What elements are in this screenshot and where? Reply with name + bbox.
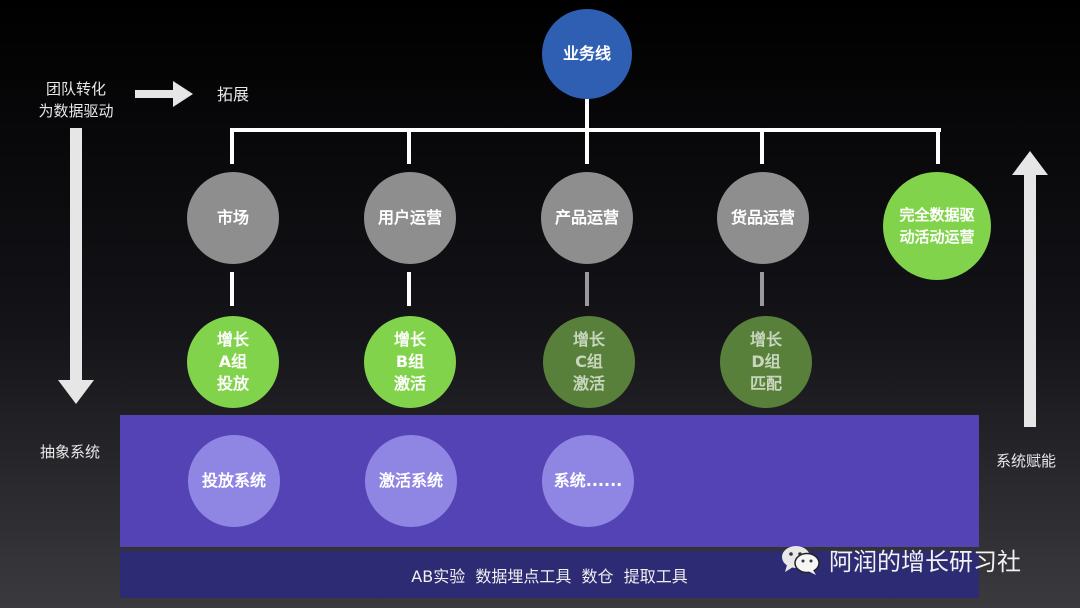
arrow-right-icon [135,81,193,107]
group-link-1 [230,272,234,306]
group-line: C组 [575,352,603,371]
business-node-label: 市场 [216,208,249,227]
business-node-label-line2: 动活动运营 [899,228,975,246]
tree-drop-1 [230,128,234,164]
foundation-tools-band: AB实验 数据埋点工具 数仓 提取工具 [120,551,979,598]
group-line: 匹配 [749,374,782,393]
wechat-icon [782,545,820,575]
tree-drop-3 [585,128,589,164]
system-empower-label: 系统赋能 [996,452,1057,470]
watermark-text: 阿润的增长研习社 [829,548,1021,576]
business-node-data-driven-ops: 完全数据驱 动活动运营 [883,172,991,280]
group-link-3 [585,272,589,306]
system-node-label: 激活系统 [378,471,443,490]
growth-group-d: 增长 D组 匹配 [720,316,812,408]
group-line: 激活 [393,374,426,393]
foundation-tools-text: AB实验 数据埋点工具 数仓 提取工具 [411,566,688,586]
system-node-delivery: 投放系统 [188,435,280,527]
expand-label: 拓展 [217,85,250,104]
team-transform-label: 团队转化 为数据驱动 [24,78,128,122]
system-node-more: 系统...... [542,435,634,527]
tree-trunk [585,99,589,131]
tree-drop-5 [936,128,940,164]
group-line: B组 [395,352,425,371]
business-node-label-line1: 完全数据驱 [899,206,975,224]
business-node-goods-ops: 货品运营 [717,172,809,264]
business-node-label: 用户运营 [377,208,442,227]
group-line: D组 [751,352,781,371]
abstract-system-label: 抽象系统 [40,443,101,461]
business-line-label: 业务线 [562,44,611,63]
business-node-product-ops: 产品运营 [541,172,633,264]
business-line-node: 业务线 [542,9,632,99]
team-label-line2: 为数据驱动 [38,102,114,120]
tree-drop-2 [407,128,411,164]
group-line: 激活 [572,374,605,393]
group-link-4 [760,272,764,306]
group-link-2 [407,272,411,306]
team-label-line1: 团队转化 [45,80,106,98]
group-line: 增长 [216,330,249,349]
growth-group-a: 增长 A组 投放 [187,316,279,408]
system-node-activation: 激活系统 [365,435,457,527]
business-node-user-ops: 用户运营 [364,172,456,264]
system-node-label: 系统...... [553,471,623,490]
business-node-market: 市场 [187,172,279,264]
group-line: 投放 [216,374,249,393]
growth-group-b: 增长 B组 激活 [364,316,456,408]
watermark: 阿润的增长研习社 [781,542,1021,577]
system-node-label: 投放系统 [201,471,266,490]
group-line: 增长 [572,330,605,349]
business-node-label: 货品运营 [730,208,795,227]
arrow-up-icon [1012,151,1048,427]
tree-drop-4 [760,128,764,164]
group-line: 增长 [749,330,782,349]
group-line: A组 [218,352,248,371]
growth-group-c: 增长 C组 激活 [543,316,635,408]
group-line: 增长 [393,330,426,349]
business-node-label: 产品运营 [554,208,619,227]
arrow-down-icon [58,128,94,404]
